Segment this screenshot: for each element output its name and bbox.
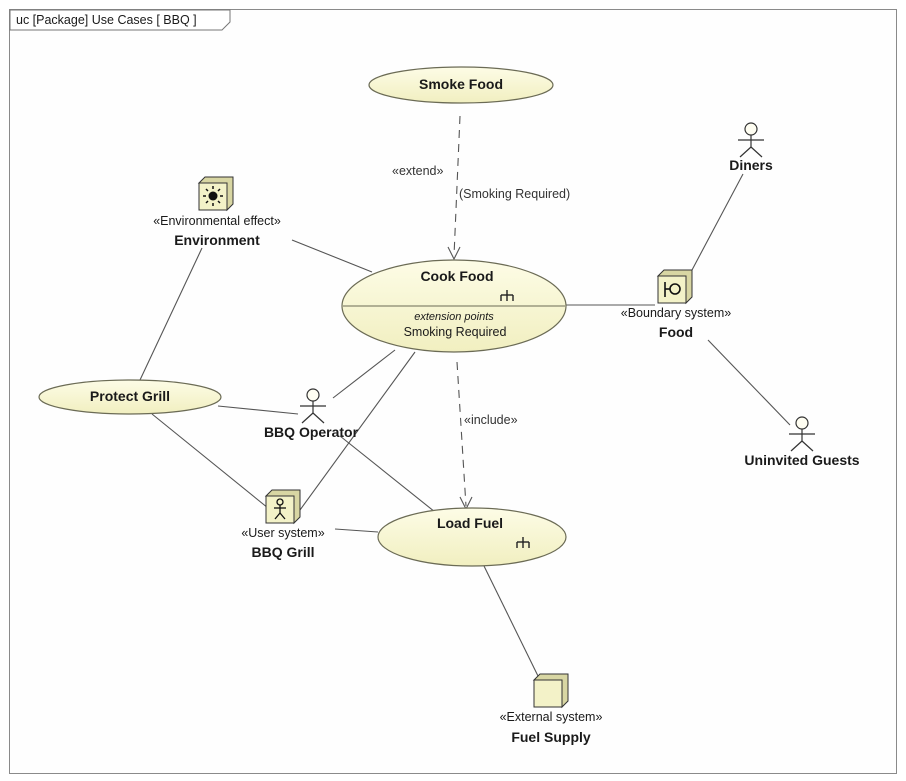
stick-figure-icon: [789, 416, 815, 452]
actor-name: Uninvited Guests: [744, 452, 859, 468]
fork-icon: [500, 290, 514, 301]
actor-name: BBQ Operator: [264, 424, 359, 440]
bbq-grill-stereotype: «User system»: [241, 526, 324, 540]
assoc-protectgrill-operator[interactable]: [217, 405, 299, 415]
environment-name: Environment: [174, 232, 260, 248]
assoc-protectgrill-bbqgrill[interactable]: [151, 413, 269, 509]
bbq-grill-system[interactable]: «User system» BBQ Grill: [241, 489, 325, 560]
extend-arrowhead: [447, 246, 461, 261]
include-label: «include»: [464, 413, 518, 427]
food-name: Food: [659, 324, 693, 340]
extend-condition-label: (Smoking Required): [459, 187, 570, 201]
use-case-protect-grill[interactable]: Protect Grill: [38, 379, 222, 415]
use-case-load-fuel[interactable]: Load Fuel: [377, 507, 567, 567]
food-stereotype: «Boundary system»: [621, 306, 732, 320]
assoc-bbqgrill-cookfood[interactable]: [299, 351, 416, 511]
actor-uninvited-guests[interactable]: Uninvited Guests: [744, 416, 860, 468]
actor-diners[interactable]: Diners: [729, 122, 773, 173]
fuel-supply-stereotype: «External system»: [500, 710, 603, 724]
assoc-food-uninvited[interactable]: [707, 339, 791, 426]
sun-icon: [197, 176, 234, 212]
use-case-cook-food[interactable]: Cook Food extension points Smoking Requi…: [341, 259, 567, 353]
extension-point: Smoking Required: [404, 325, 507, 339]
bbq-grill-name: BBQ Grill: [251, 544, 314, 560]
assoc-operator-cookfood[interactable]: [332, 349, 396, 399]
environment-system[interactable]: «Environmental effect» Environment: [153, 176, 281, 248]
extension-points-header: extension points: [414, 311, 494, 323]
assoc-loadfuel-fuelsupply[interactable]: [483, 565, 539, 677]
actor-name: Diners: [729, 157, 773, 173]
use-case-label: Smoke Food: [419, 76, 503, 92]
assoc-bbqgrill-loadfuel[interactable]: [334, 528, 379, 533]
actor-box-icon: [264, 489, 301, 525]
fuel-supply-name: Fuel Supply: [511, 729, 591, 745]
assoc-environment-cookfood[interactable]: [291, 239, 373, 273]
include-dependency[interactable]: [456, 361, 467, 507]
use-case-label: Protect Grill: [90, 388, 170, 404]
assoc-environment-protectgrill[interactable]: [139, 247, 203, 381]
fork-icon: [516, 537, 530, 548]
actor-bbq-operator[interactable]: BBQ Operator: [264, 388, 359, 440]
assoc-operator-loadfuel[interactable]: [339, 435, 436, 513]
food-system[interactable]: «Boundary system» Food: [621, 269, 732, 340]
assoc-food-diners[interactable]: [691, 173, 744, 271]
use-case-label: Load Fuel: [437, 515, 503, 531]
stick-figure-icon: [300, 388, 326, 424]
extend-label: «extend»: [392, 164, 443, 178]
stick-figure-icon: [738, 122, 764, 158]
environment-stereotype: «Environmental effect»: [153, 214, 281, 228]
frame-tab: uc [Package] Use Cases [ BBQ ]: [9, 9, 231, 31]
use-case-label: Cook Food: [420, 268, 493, 284]
boundary-icon: [656, 269, 693, 305]
connectors: [139, 115, 791, 677]
frame-title: uc [Package] Use Cases [ BBQ ]: [16, 13, 197, 27]
fuel-supply-system[interactable]: «External system» Fuel Supply: [500, 673, 603, 745]
extend-dependency[interactable]: [453, 115, 461, 257]
use-case-smoke-food[interactable]: Smoke Food: [368, 66, 554, 104]
box-icon: [532, 673, 569, 709]
